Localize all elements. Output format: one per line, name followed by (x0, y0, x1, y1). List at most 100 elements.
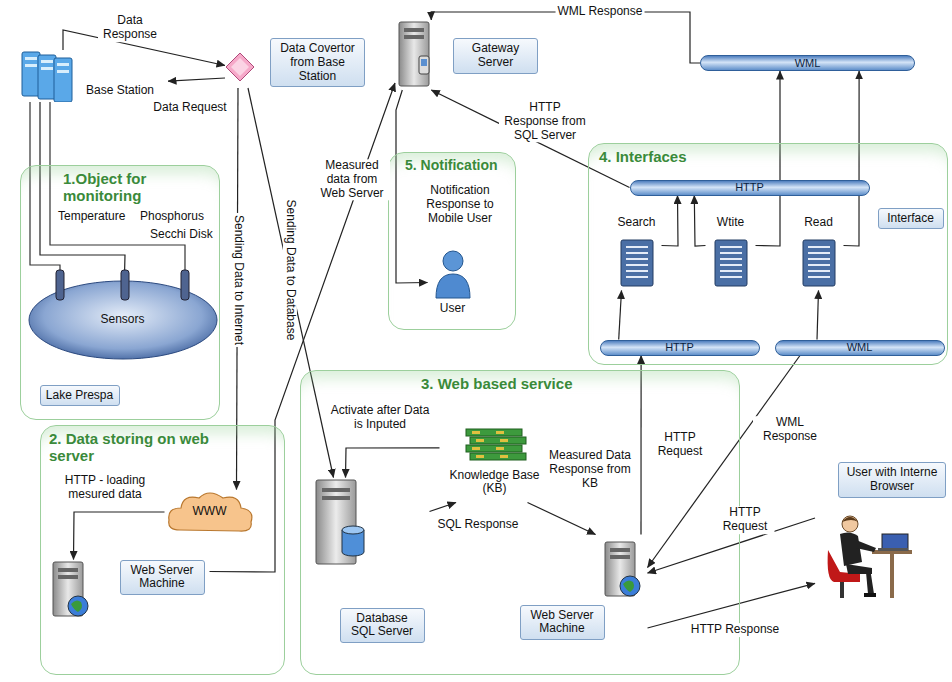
connector-arrow (210, 83, 396, 572)
edge-label: WML Response (753, 416, 827, 444)
dia-icon-part (226, 53, 254, 81)
web-icon (600, 540, 644, 604)
icon-graphic (460, 425, 530, 465)
callout-label: User with Interne Browser (838, 462, 946, 498)
person-icon-part (842, 516, 858, 532)
edge-label: HTTP Request (716, 506, 775, 534)
bs-icon-part (57, 70, 69, 73)
dia-icon (225, 52, 255, 86)
connector-arrow (694, 196, 705, 247)
person-icon-part (878, 548, 908, 551)
kb-icon-part (476, 439, 484, 442)
ifs-icon-part (803, 240, 835, 286)
node-label: WML (701, 56, 914, 70)
ifs-icon-part (808, 264, 830, 266)
ifs-icon-part (626, 252, 648, 254)
group-panel: 4. InterfacesHTTPSearchWtiteReadInterfac… (588, 143, 948, 365)
edge-label: Activate after Data is Inputed (328, 404, 432, 432)
person-icon-part (840, 582, 844, 598)
bs-icon-part (57, 63, 69, 66)
edge-label: Data Request (151, 101, 228, 115)
callout-label: Database SQL Server (340, 608, 425, 644)
kb-icon-part (472, 447, 480, 450)
callout-label: Web Server Machine (520, 605, 605, 641)
node-label: Search (612, 216, 662, 230)
ifs-icon (801, 238, 837, 292)
ifs-icon (619, 238, 655, 292)
ifs-icon-part (626, 270, 648, 272)
kb-icon-part (466, 429, 522, 436)
bs-icon-part (25, 57, 37, 60)
group-heading: 4. Interfaces (599, 148, 749, 165)
ellipse-outline-part (121, 270, 129, 300)
callout-label: Interface (878, 208, 944, 230)
srv-icon-part (421, 59, 427, 66)
bs-icon-part (25, 64, 37, 67)
lake-ellipse: Sensors (28, 280, 218, 360)
ellipse-outline-part (56, 270, 64, 300)
node-label: Knowledge Base (KB) (440, 469, 550, 497)
ifs-icon-part (626, 246, 648, 248)
ifs-icon-part (715, 240, 747, 286)
node-label: HTTP (601, 341, 759, 355)
group-heading: 1.Object for monitoring (63, 170, 213, 205)
ifs-icon-part (626, 276, 648, 278)
group-panel: 5. NotificationUser (388, 152, 516, 330)
usr-icon (433, 248, 473, 304)
callout-label: Gateway Server (453, 38, 538, 74)
person-icon (820, 510, 915, 606)
bs-icon-part (41, 60, 53, 63)
ifs-icon-part (720, 270, 742, 272)
sensor-label: Temperature (58, 210, 125, 224)
device-node: Interface (878, 208, 944, 238)
edge-label: HTTP - loading mesured data (53, 474, 157, 502)
icon-graphic (820, 510, 915, 602)
person-icon-part (840, 532, 862, 566)
person-icon-part (864, 593, 876, 597)
icon-graphic (225, 52, 255, 82)
device-node: Web Server Machine (518, 535, 648, 645)
edge-label: HTTP Response (689, 623, 781, 637)
edge-label: WML Response (556, 5, 645, 19)
web-icon-part (71, 600, 82, 612)
connector-arrow (74, 512, 165, 560)
web-icon-part (610, 555, 630, 559)
edge-label: SQL Response (436, 518, 521, 532)
icon-graphic (433, 248, 473, 300)
icon-graphic (713, 238, 749, 288)
node-label: User (428, 302, 478, 316)
web-icon-part (68, 596, 88, 616)
connector-arrow (648, 583, 816, 628)
edge-label: Sending Data to Database (283, 198, 297, 343)
ifs-icon-part (720, 264, 742, 266)
bus-pipe: WML (775, 340, 945, 356)
connector-arrow (817, 291, 819, 340)
bs-icon-part (22, 52, 40, 96)
device-node: Wtite (706, 216, 756, 291)
srv-icon-part (404, 35, 424, 39)
device-node: Knowledge Base (KB) (440, 425, 550, 503)
device-node: Gateway Server (395, 20, 540, 90)
web-icon-part (58, 568, 78, 572)
connector-arrow (756, 71, 781, 246)
web-icon (50, 560, 90, 624)
node-label: WWW (165, 490, 255, 535)
db-icon-part (322, 488, 350, 492)
icon-graphic (395, 20, 435, 90)
ifs-icon-part (720, 258, 742, 260)
device-node: Database SQL Server (310, 478, 430, 648)
ifs-icon-part (720, 252, 742, 254)
group-panel: 2. Data storing on web serverWWWWeb Serv… (40, 425, 285, 675)
group-heading: 5. Notification (405, 157, 513, 173)
kb-icon-part (472, 431, 480, 434)
node-label: HTTP (631, 181, 869, 195)
srv-icon (395, 20, 435, 94)
node-label: Wtite (706, 216, 756, 230)
kb-icon-part (496, 447, 504, 450)
icon-graphic (50, 560, 90, 620)
ifs-icon-part (621, 240, 653, 286)
connector-arrow (619, 291, 622, 340)
icon-graphic (20, 50, 82, 102)
bs-icon-part (54, 58, 72, 102)
